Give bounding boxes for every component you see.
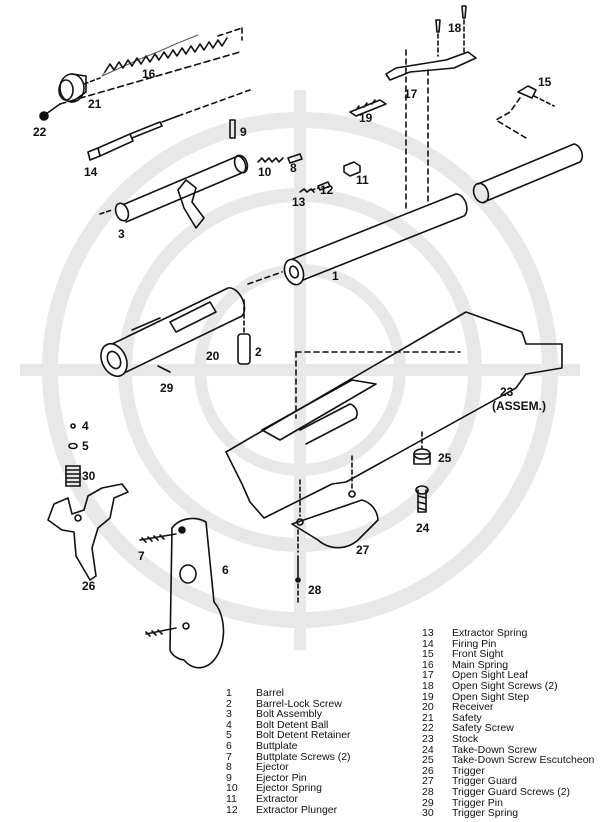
- extractor-drawing: [299, 161, 361, 193]
- detent-parts-drawing: [65, 423, 81, 487]
- label-10: 10: [258, 165, 272, 179]
- label-27: 27: [356, 543, 370, 557]
- trigger-pin-drawing: [157, 365, 171, 373]
- firing-pin-drawing: [87, 89, 251, 161]
- watermark-target: [20, 90, 580, 650]
- stock-drawing: [225, 311, 563, 519]
- ejector-spring-drawing: [257, 153, 303, 164]
- label-19: 19: [359, 111, 373, 125]
- label-30: 30: [82, 469, 96, 483]
- part-drawings: [39, 5, 584, 669]
- label-28: 28: [308, 583, 322, 597]
- ejector-pin-drawing: [229, 119, 236, 139]
- stock-assembly-note: (ASSEM.): [492, 399, 546, 413]
- label-13: 13: [292, 195, 306, 209]
- open-sight-drawing: [349, 5, 477, 117]
- label-4: 4: [82, 419, 89, 433]
- label-22: 22: [33, 125, 47, 139]
- label-23: 23: [500, 385, 514, 399]
- label-26: 26: [82, 579, 96, 593]
- barrel-lock-screw-drawing: [237, 299, 251, 365]
- label-15: 15: [538, 75, 552, 89]
- trigger-guard-drawing: [291, 455, 379, 549]
- label-29: 29: [160, 381, 174, 395]
- trigger-drawing: [47, 483, 129, 581]
- label-6: 6: [222, 563, 229, 577]
- safety-screw-drawing: [39, 51, 241, 121]
- buttplate-drawing: [139, 517, 225, 669]
- label-2: 2: [255, 345, 262, 359]
- trigger-guard-screw-drawing: [295, 529, 301, 605]
- part-number-labels: 16 21 22 14 9 10 8 11 12 13 3 18 17 19 1…: [33, 21, 552, 597]
- label-5: 5: [82, 439, 89, 453]
- label-20: 20: [206, 349, 220, 363]
- label-8: 8: [290, 161, 297, 175]
- main-spring-drawing: [101, 27, 243, 77]
- label-17: 17: [404, 87, 418, 101]
- label-9: 9: [240, 125, 247, 139]
- label-3: 3: [118, 227, 125, 241]
- label-24: 24: [416, 521, 430, 535]
- take-down-screw-drawing: [413, 431, 431, 513]
- label-1: 1: [332, 269, 339, 283]
- label-7: 7: [138, 549, 145, 563]
- label-12: 12: [320, 183, 334, 197]
- barrel-drawing: [247, 49, 584, 286]
- label-21: 21: [88, 97, 102, 111]
- label-16: 16: [142, 67, 156, 81]
- label-25: 25: [438, 451, 452, 465]
- label-18: 18: [448, 21, 462, 35]
- front-sight-drawing: [495, 85, 555, 139]
- bolt-assembly-drawing: [99, 154, 249, 229]
- label-14: 14: [84, 165, 98, 179]
- safety-drawing: [58, 73, 101, 103]
- label-11: 11: [356, 173, 369, 187]
